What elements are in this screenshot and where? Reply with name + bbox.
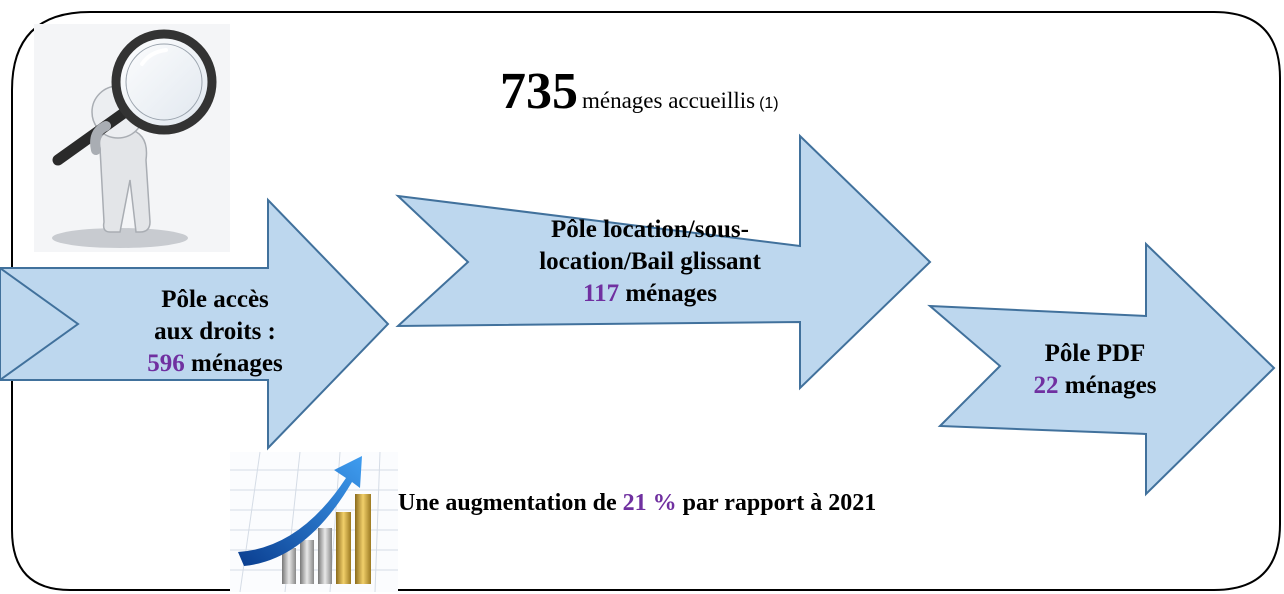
arrow-unit: ménages xyxy=(625,280,718,307)
growth-chart-icon xyxy=(230,451,398,593)
arrow-count-line: 22 ménages xyxy=(990,370,1200,402)
total-households: 735 ménages accueillis (1) xyxy=(500,62,920,122)
arrow-label-pdf: Pôle PDF 22 ménages xyxy=(990,338,1200,402)
arrow-title-line1: Pôle PDF xyxy=(1044,340,1146,367)
arrow-label-location: Pôle location/sous- location/Bail glissa… xyxy=(460,214,840,310)
arrow-count-line: 596 ménages xyxy=(90,348,340,380)
magnifying-glass-figure-icon xyxy=(34,24,230,252)
arrow-label-acces-droits: Pôle accès aux droits : 596 ménages xyxy=(90,284,340,380)
total-label: ménages accueillis xyxy=(582,88,756,113)
increase-prefix: Une augmentation de xyxy=(398,490,617,516)
arrow-title-line2: aux droits : xyxy=(154,318,276,345)
arrow-notch xyxy=(0,267,80,381)
arrow-count: 22 xyxy=(1033,372,1059,399)
arrow-count: 117 xyxy=(582,280,620,307)
arrow-shape-acces-droits xyxy=(0,197,390,451)
arrow-shape-location xyxy=(395,133,932,391)
arrow-unit: ménages xyxy=(191,350,283,377)
arrow-count: 596 xyxy=(147,350,185,377)
arrow-title-line1: Pôle location/sous- xyxy=(551,216,749,243)
arrow-unit: ménages xyxy=(1064,372,1157,399)
arrow-shape-pdf xyxy=(927,241,1276,497)
arrow-title-line1: Pôle accès xyxy=(161,286,269,313)
increase-percent: 21 % xyxy=(622,490,677,516)
increase-statement: Une augmentation de 21 % par rapport à 2… xyxy=(398,490,1078,517)
rounded-frame xyxy=(11,11,1281,591)
arrow-count-line: 117 ménages xyxy=(460,278,840,310)
arrow-title-line2: location/Bail glissant xyxy=(539,248,761,275)
total-number: 735 xyxy=(500,63,578,120)
total-footnote: (1) xyxy=(759,95,779,112)
increase-suffix: par rapport à 2021 xyxy=(682,490,877,516)
